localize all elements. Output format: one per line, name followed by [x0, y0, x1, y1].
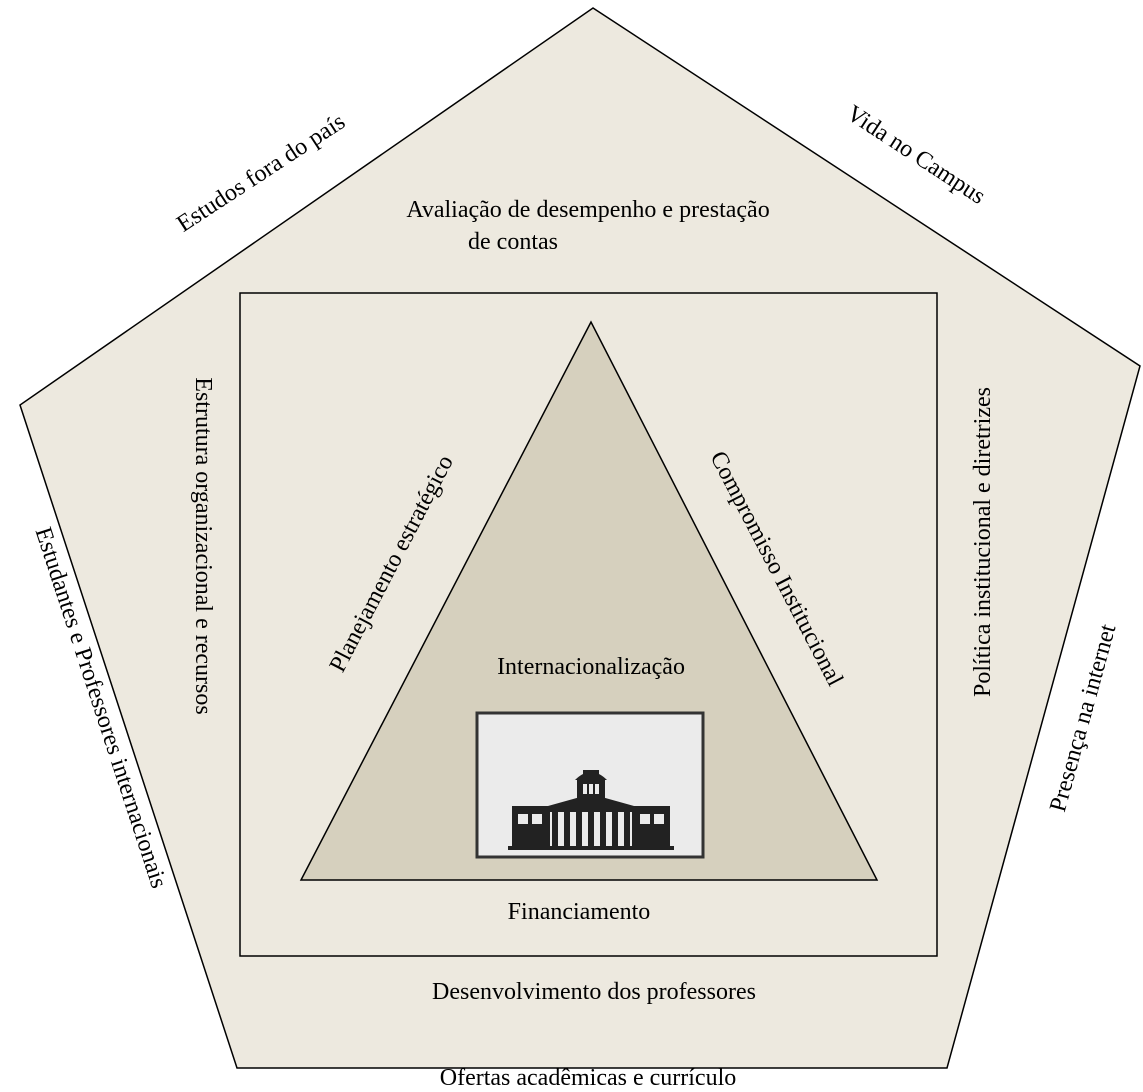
- label-performance-accountability-line1: Avaliação de desempenho e prestação: [406, 197, 769, 223]
- label-faculty-development: Desenvolvimento dos professores: [432, 979, 756, 1005]
- label-academic-offerings-curriculum: Ofertas acadêmicas e currículo: [440, 1065, 737, 1091]
- university-building-icon: [475, 711, 705, 859]
- inner-square: [239, 292, 938, 957]
- core-triangle: [299, 320, 879, 881]
- label-organizational-structure-resources: Estrutura organizacional e recursos: [190, 377, 216, 714]
- label-internationalization: Internacionalização: [497, 654, 685, 680]
- label-institutional-policy-guidelines: Política institucional e diretrizes: [970, 387, 996, 697]
- label-funding: Financiamento: [508, 899, 651, 925]
- label-performance-accountability-line2: de contas: [468, 229, 558, 255]
